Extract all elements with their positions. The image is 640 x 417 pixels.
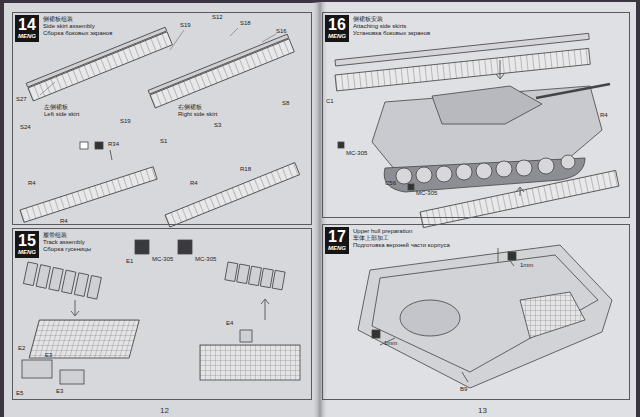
part-label: S1 (160, 138, 167, 145)
step-heading: 侧裙板组装Side skirt assemblyСборка боковых э… (43, 16, 112, 37)
part-label: 1mm (520, 262, 533, 269)
part-label: MC-305 (346, 150, 367, 157)
step-title: 侧裙板组装 (43, 16, 112, 23)
step-panel: 侧裙板安装Attaching side skirtsУстановка боко… (322, 12, 630, 218)
part-label: S27 (16, 96, 27, 103)
step-title: Сборка гусеницы (43, 246, 91, 253)
part-label: E3 (56, 388, 63, 395)
step-heading: 履带组装Track assemblyСборка гусеницы (43, 232, 91, 253)
brand-logo: MENG (18, 249, 36, 256)
step-title: Подготовка верхней части корпуса (353, 242, 450, 249)
part-label: R4 (28, 180, 36, 187)
part-label: R4 (190, 180, 198, 187)
part-label: MC-305 (152, 256, 173, 263)
step-badge: 17MENG (325, 227, 349, 254)
part-label: E1 (126, 258, 133, 265)
part-label: S19 (120, 118, 131, 125)
part-label: S19 (180, 22, 191, 29)
part-label: R4 (60, 218, 68, 225)
step-title: Track assembly (43, 239, 91, 246)
part-label: R34 (108, 141, 119, 148)
part-label: S12 (212, 14, 223, 21)
step-number: 17 (328, 228, 346, 245)
part-label: 右侧裙板 (178, 104, 202, 111)
step-title: 车体上部加工 (353, 235, 450, 242)
step-number: 16 (328, 16, 346, 33)
part-label: S3 (214, 122, 221, 129)
step-title: Установка боковых экранов (353, 30, 430, 37)
step-panel: 侧裙板组装Side skirt assemblyСборка боковых э… (12, 12, 312, 225)
part-label: S8 (282, 100, 289, 107)
part-label: C56 (385, 180, 396, 187)
step-title: 侧裙板安装 (353, 16, 430, 23)
step-title: Side skirt assembly (43, 23, 112, 30)
part-label: E5 (16, 390, 23, 397)
part-label: S18 (240, 20, 251, 27)
step-panel: 履带组装Track assemblyСборка гусеницы15MENG (12, 228, 312, 400)
step-badge: 16MENG (325, 15, 349, 42)
part-label: E4 (226, 320, 233, 327)
step-title: Сборка боковых экранов (43, 30, 112, 37)
step-heading: 侧裙板安装Attaching side skirtsУстановка боко… (353, 16, 430, 37)
part-label: E2 (18, 345, 25, 352)
part-label: 1mm (384, 340, 397, 347)
step-number: 14 (18, 16, 36, 33)
step-title: Attaching side skirts (353, 23, 430, 30)
step-title: 履带组装 (43, 232, 91, 239)
part-label: E3 (45, 352, 52, 359)
brand-logo: MENG (18, 33, 36, 40)
part-label: Right side skirt (178, 111, 217, 118)
step-panel: Upper hull preparation车体上部加工Подготовка в… (322, 224, 630, 400)
page-number: 13 (478, 406, 487, 415)
part-label: S24 (20, 124, 31, 131)
part-label: 左侧裙板 (44, 104, 68, 111)
step-heading: Upper hull preparation车体上部加工Подготовка в… (353, 228, 450, 249)
step-badge: 15MENG (15, 231, 39, 258)
brand-logo: MENG (328, 33, 346, 40)
page-number: 12 (160, 406, 169, 415)
part-label: B9 (460, 386, 467, 393)
part-label: S16 (276, 28, 287, 35)
part-label: MC-305 (416, 190, 437, 197)
brand-logo: MENG (328, 245, 346, 252)
part-label: R4 (600, 112, 608, 119)
part-label: C1 (326, 98, 334, 105)
step-title: Upper hull preparation (353, 228, 450, 235)
part-label: R18 (240, 166, 251, 173)
part-label: Left side skirt (44, 111, 79, 118)
part-label: MC-305 (195, 256, 216, 263)
step-badge: 14MENG (15, 15, 39, 42)
step-number: 15 (18, 232, 36, 249)
